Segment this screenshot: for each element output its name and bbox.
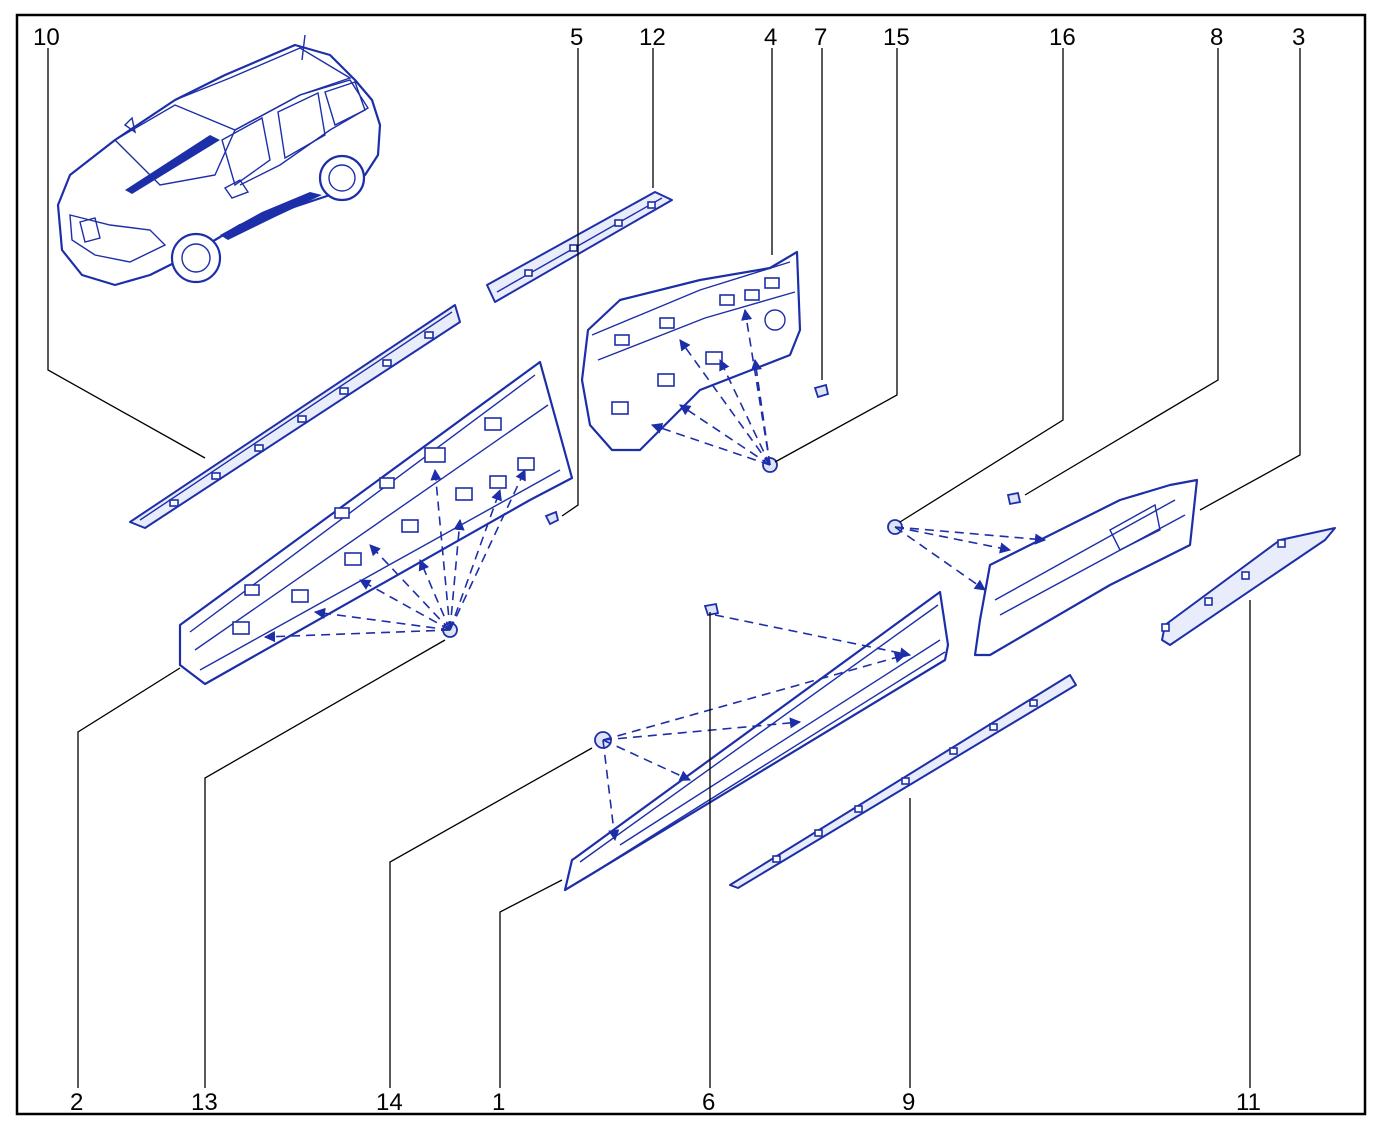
callout-11: 11 (1236, 1089, 1261, 1116)
screw-5 (544, 510, 560, 526)
callout-9: 9 (902, 1089, 915, 1116)
callout-5: 5 (570, 24, 583, 51)
callout-14: 14 (376, 1089, 403, 1116)
part-12-strip (486, 191, 673, 303)
part-4-rear-door-panel (580, 250, 830, 473)
callout-3: 3 (1292, 24, 1305, 51)
car-thumbnail (56, 34, 382, 287)
callout-2: 2 (70, 1089, 83, 1116)
callout-15: 15 (883, 24, 910, 51)
part-9-strip (729, 674, 1077, 889)
part-1-sill-panel (563, 590, 950, 892)
callout-1: 1 (492, 1089, 505, 1116)
callout-6: 6 (702, 1089, 715, 1116)
screw-7 (813, 383, 830, 399)
part-2-clips (232, 417, 535, 635)
part-2-front-door-panel (178, 360, 574, 686)
part-4-clips (611, 277, 780, 415)
part-10-strip (129, 304, 461, 529)
callout-16: 16 (1049, 24, 1076, 51)
callout-numbers: 10 5 12 4 7 15 16 8 3 2 13 14 1 6 9 11 (33, 24, 1305, 1116)
screw-6 (703, 602, 720, 617)
callout-10: 10 (33, 24, 60, 51)
callout-8: 8 (1210, 24, 1223, 51)
callout-4: 4 (764, 24, 777, 51)
callout-13: 13 (191, 1089, 218, 1116)
screw-8 (1006, 491, 1022, 506)
callout-12: 12 (639, 24, 666, 51)
part-3-rear-arch-panel (887, 478, 1199, 657)
diagram-frame (15, 13, 1367, 1116)
part-11-strip (1161, 527, 1336, 646)
leader-lines (47, 48, 1301, 1088)
callout-7: 7 (814, 24, 827, 51)
